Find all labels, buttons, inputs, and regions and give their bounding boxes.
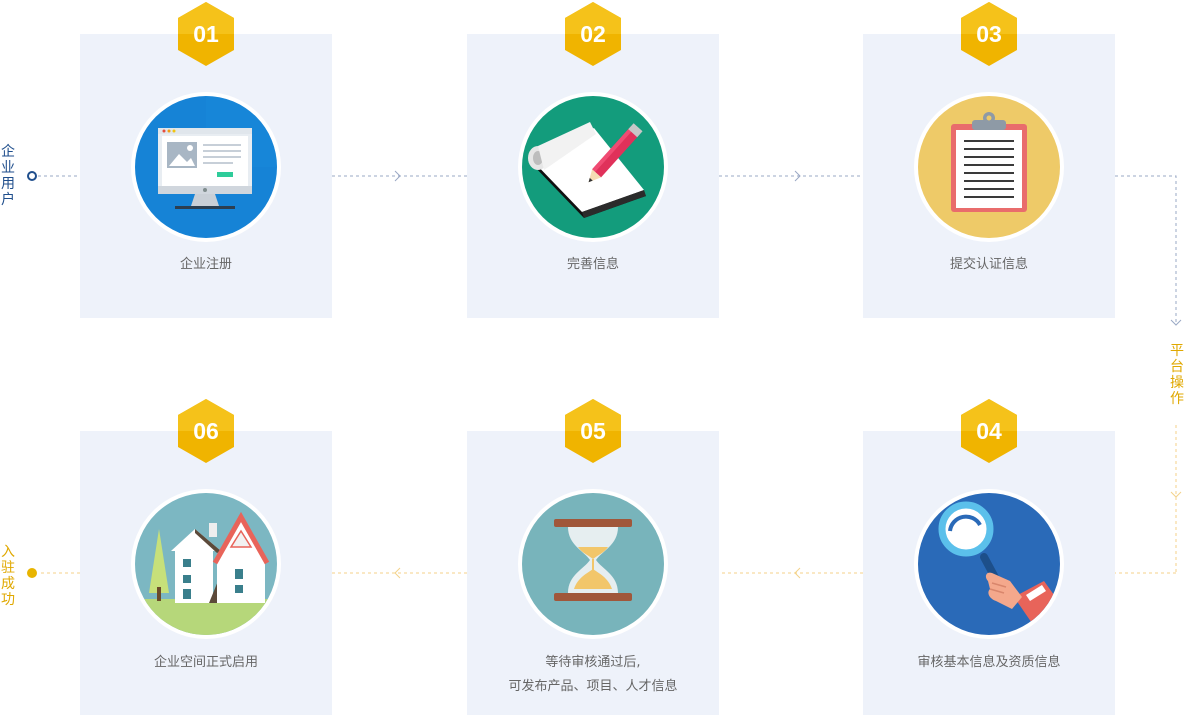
arrow-01-02-icon	[394, 170, 401, 182]
start-node	[27, 171, 37, 181]
step-badge: 03	[959, 2, 1019, 66]
magnifier-icon	[914, 489, 1064, 639]
arrow-down-icon	[1170, 319, 1182, 326]
arrow-down-gold-icon	[1170, 491, 1182, 498]
arrow-04-05-icon	[794, 567, 801, 579]
step-card-06: 06 企业空间正式启用	[80, 399, 332, 715]
step-number: 06	[193, 418, 219, 444]
step-label-line2: 可发布产品、项目、人才信息	[508, 679, 678, 694]
side-label-enterprise-user: 企业用户	[1, 144, 15, 208]
side-label-join-success: 入驻成功	[1, 544, 15, 608]
step-number: 01	[193, 21, 219, 47]
step-label: 提交认证信息	[949, 257, 1028, 272]
step-badge: 05	[563, 399, 623, 463]
arrow-02-03-icon	[794, 170, 801, 182]
computer-icon	[131, 92, 281, 242]
step-card-02: 02 完善信息	[467, 2, 719, 318]
connector-03-down	[1115, 175, 1177, 325]
arrow-05-06-icon	[394, 567, 401, 579]
side-label-platform-operation: 平台操作	[1170, 343, 1184, 407]
step-number: 03	[976, 21, 1002, 47]
end-node	[27, 568, 37, 578]
step-card-03: 03 提交认证信息	[863, 2, 1115, 318]
step-badge: 04	[959, 399, 1019, 463]
step-badge: 01	[176, 2, 236, 66]
clipboard-icon	[914, 92, 1064, 242]
notepad-pencil-icon	[518, 92, 668, 242]
step-number: 04	[976, 418, 1002, 444]
step-label: 完善信息	[566, 257, 619, 272]
step-card-05: 05 等待审核通过后, 可发布产品、项目、人才信息	[467, 399, 719, 715]
step-label: 企业空间正式启用	[153, 655, 258, 670]
step-number: 05	[580, 418, 606, 444]
hourglass-icon	[518, 489, 668, 639]
step-card-04: 04 审核基本信息及资质信息	[863, 399, 1115, 715]
step-card-01: 01 企业注册	[80, 2, 332, 318]
step-badge: 06	[176, 399, 236, 463]
step-number: 02	[580, 21, 606, 47]
step-label-line1: 等待审核通过后,	[545, 655, 641, 670]
step-badge: 02	[563, 2, 623, 66]
step-label: 企业注册	[179, 257, 232, 272]
house-icon	[131, 489, 281, 639]
step-label: 审核基本信息及资质信息	[917, 655, 1061, 670]
